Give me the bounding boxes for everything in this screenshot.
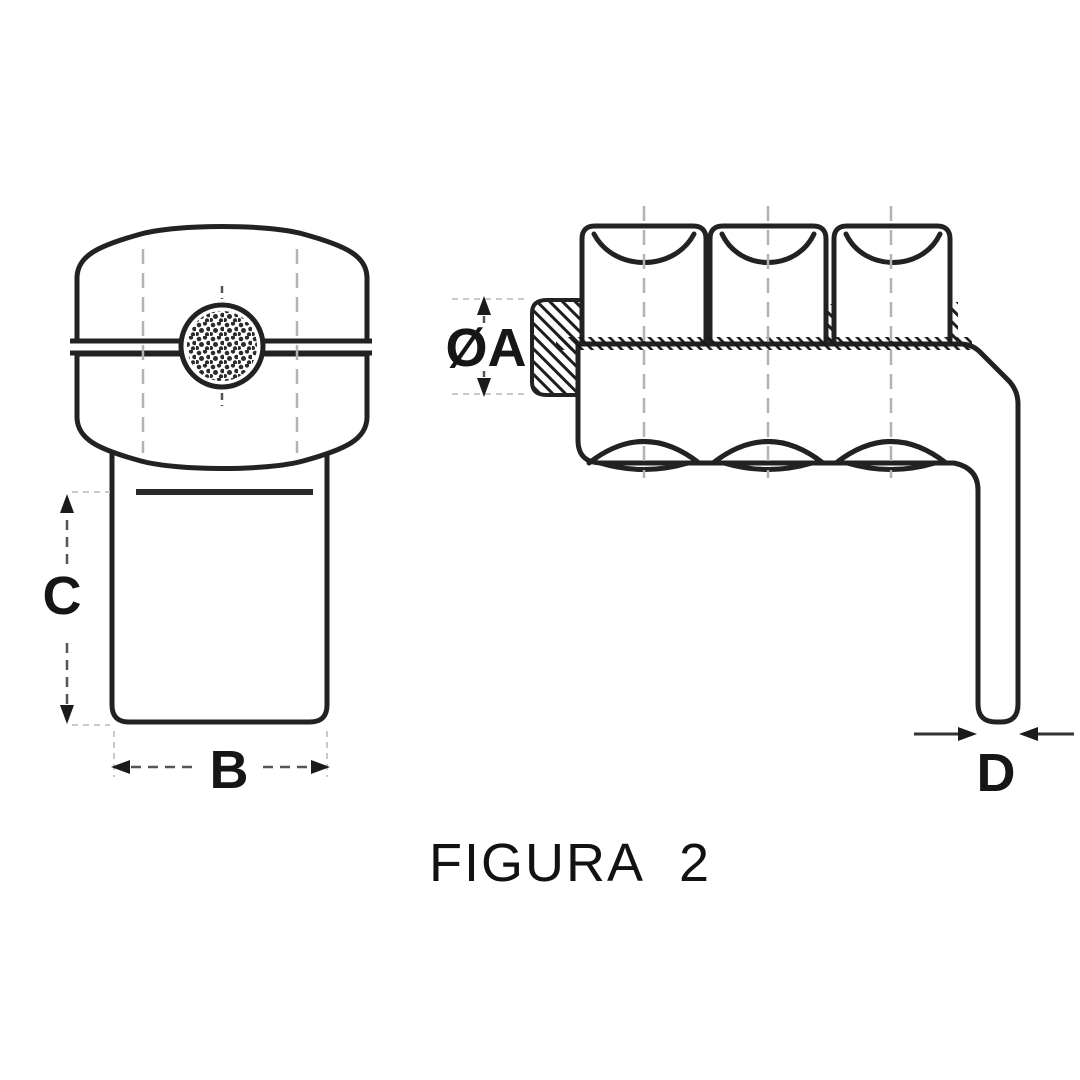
dimension-d: D bbox=[914, 727, 1074, 803]
bottom-dome-2 bbox=[710, 439, 826, 466]
front-view: C B bbox=[43, 224, 372, 800]
side-view: ØA D bbox=[446, 206, 1074, 803]
dim-label-b: B bbox=[210, 740, 249, 800]
clamp-cap-lower bbox=[74, 351, 370, 471]
dimension-a: ØA bbox=[446, 296, 529, 397]
figure-caption: FIGURA 2 bbox=[429, 833, 711, 893]
dim-label-d: D bbox=[977, 743, 1016, 803]
dimension-c: C bbox=[43, 491, 110, 726]
bottom-dome-3 bbox=[833, 439, 949, 466]
clamp-cap-upper bbox=[74, 224, 370, 344]
dim-label-c: C bbox=[43, 566, 82, 626]
arrow-up-icon bbox=[60, 494, 74, 513]
arrow-left-icon bbox=[111, 760, 130, 774]
bottom-lip-3 bbox=[844, 460, 938, 472]
dimension-b: B bbox=[111, 731, 330, 800]
clamp-palm-body bbox=[109, 447, 330, 725]
arrow-right-icon bbox=[311, 760, 330, 774]
dim-label-a: ØA bbox=[446, 318, 527, 378]
boss-bore-arc-3 bbox=[843, 231, 943, 265]
arrow-down-icon bbox=[477, 378, 491, 397]
connector-body bbox=[575, 341, 1021, 725]
conductor-strands bbox=[187, 311, 257, 381]
bottom-lip-2 bbox=[721, 460, 815, 472]
arrow-down-icon bbox=[60, 705, 74, 724]
arrow-left-icon bbox=[1019, 727, 1038, 741]
body-top-hatched-edge bbox=[556, 337, 972, 350]
arrow-right-icon bbox=[958, 727, 977, 741]
bottom-dome-1 bbox=[586, 439, 702, 466]
bottom-lip-1 bbox=[597, 460, 691, 472]
arrow-up-icon bbox=[477, 296, 491, 315]
